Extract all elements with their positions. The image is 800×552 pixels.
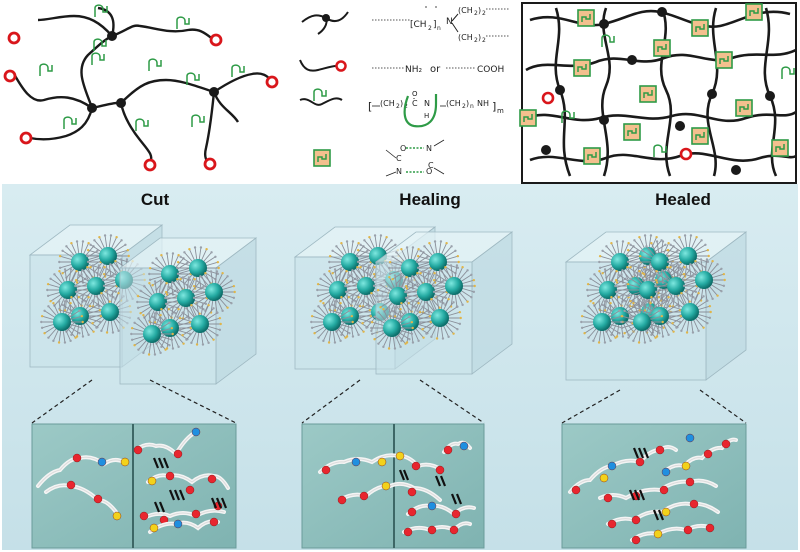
svg-text:]: ]: [433, 20, 437, 30]
svg-text:N: N: [396, 167, 402, 176]
svg-text:O: O: [412, 90, 418, 98]
svg-text:m: m: [497, 107, 504, 115]
svg-text:2: 2: [462, 103, 466, 110]
nanoparticle: [580, 300, 624, 344]
svg-text:(CH: (CH: [446, 99, 461, 108]
stage-label-healing: Healing: [399, 190, 460, 209]
svg-text:or: or: [430, 64, 441, 75]
svg-text:2: 2: [396, 103, 400, 110]
stage-label-cut: Cut: [141, 190, 170, 209]
svg-text:C: C: [428, 161, 434, 170]
svg-text:n: n: [437, 25, 441, 32]
branched-polymer-crosslinks: [87, 31, 219, 113]
nanoparticle: [86, 234, 130, 278]
nanoparticle: [40, 300, 84, 344]
nanoparticle: [682, 258, 726, 302]
nanoparticle: [130, 312, 174, 356]
svg-text:2: 2: [428, 25, 432, 32]
chain-insets: [31, 379, 747, 549]
branched-polymer-hbond-units: [39, 4, 245, 132]
legend-row-hbond-unit: [ (CH 2 ) 2 C O N H (CH 2 ) n NH ] m: [299, 88, 504, 128]
svg-text:2: 2: [482, 10, 486, 17]
zoom-guide-lines: [301, 379, 485, 424]
legend-row-crosslink: [CH 2 ] n N (CH 2 ) 2 (CH 2 ) 2: [301, 6, 510, 44]
cube-healed: [564, 231, 748, 381]
svg-text:): ): [478, 33, 481, 42]
svg-text:2: 2: [474, 10, 478, 17]
nanoparticle: [432, 264, 476, 308]
svg-text:H: H: [424, 112, 429, 120]
svg-text:): ): [478, 6, 481, 15]
nanoparticle: [328, 240, 372, 284]
stage-label-healed: Healed: [655, 190, 711, 209]
nanoparticle: [626, 268, 670, 312]
svg-text:C: C: [396, 154, 402, 163]
zoom-guide-lines: [31, 379, 237, 424]
legend-row-hbond-pair: O C N N C O: [313, 139, 445, 177]
nanoparticle: [176, 246, 220, 290]
inset-cut: [31, 423, 237, 549]
svg-text:(CH: (CH: [458, 6, 473, 15]
svg-text:): ): [466, 99, 469, 108]
svg-text:[CH: [CH: [410, 20, 427, 30]
svg-text:C: C: [412, 99, 418, 108]
inset-healing: [301, 423, 485, 549]
nanoparticle: [668, 290, 712, 334]
svg-text:(CH: (CH: [458, 33, 473, 42]
crosslinked-network-panel: [519, 2, 797, 184]
branched-polymer-end-groups: [3, 31, 279, 172]
svg-text:n: n: [470, 103, 474, 110]
nanoparticle: [370, 306, 414, 350]
nanoparticle: [310, 300, 354, 344]
nanoparticle: [148, 306, 192, 350]
zoom-guide-lines: [561, 389, 747, 424]
legend-row-end-group: NH₂ or COOH: [299, 59, 504, 75]
cube-healing-right: [370, 231, 514, 375]
nanoparticle: [666, 234, 710, 278]
svg-text:): ): [400, 99, 403, 108]
nanoparticle: [620, 300, 664, 344]
nanoparticle: [418, 296, 462, 340]
svg-text:O: O: [426, 167, 432, 176]
nanoparticle: [178, 302, 222, 346]
svg-text:]: ]: [492, 100, 496, 113]
svg-text:2: 2: [482, 37, 486, 44]
branched-polymer-network: [12, 6, 272, 163]
svg-text:NH₂: NH₂: [405, 65, 423, 75]
inset-healed: [561, 423, 747, 549]
nanoparticle: [376, 274, 420, 318]
svg-text:COOH: COOH: [477, 65, 504, 75]
svg-text:2: 2: [474, 37, 478, 44]
svg-text:NH: NH: [477, 99, 489, 108]
svg-text:O: O: [400, 144, 406, 153]
nanoparticle: [58, 240, 102, 284]
svg-text:(CH: (CH: [380, 99, 395, 108]
legend: [CH 2 ] n N (CH 2 ) 2 (CH 2 ) 2 NH₂ or: [299, 6, 510, 177]
nanoparticle: [192, 270, 236, 314]
nanoparticle-cubes: [28, 224, 748, 385]
svg-text:[: [: [368, 100, 372, 113]
svg-text:N: N: [426, 144, 432, 153]
cube-cut-right: [118, 237, 258, 385]
nanoparticle: [416, 240, 460, 284]
svg-text:N: N: [424, 99, 430, 108]
svg-text:N: N: [446, 17, 453, 27]
